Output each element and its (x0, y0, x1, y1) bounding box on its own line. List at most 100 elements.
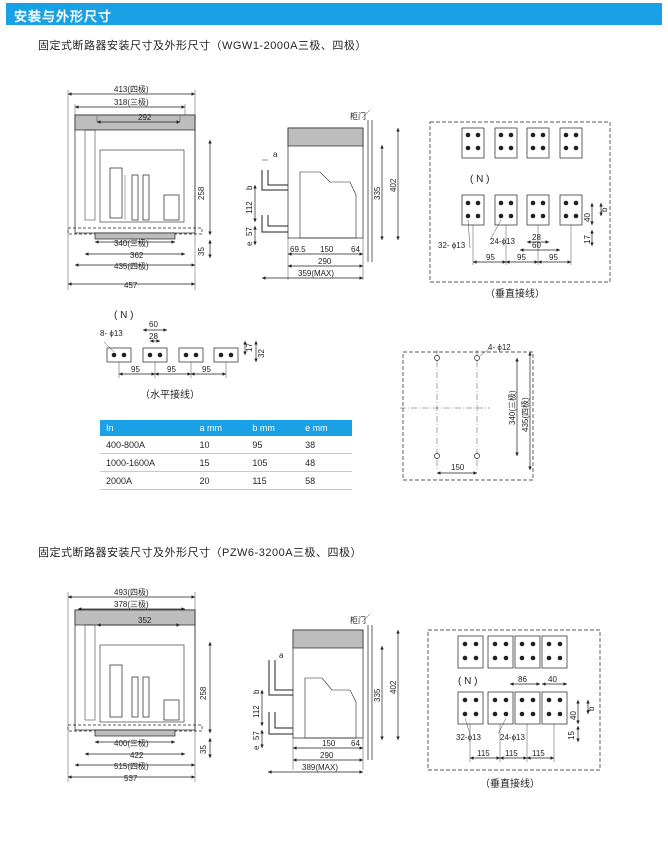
wgw-vert-caption: （垂直接线） (485, 287, 545, 300)
wgw-side-dim-e: e (245, 241, 254, 246)
wgw-mount-dim-150: 150 (451, 463, 465, 472)
section-title-wgw1: 固定式断路器安装尺寸及外形尺寸（WGW1-2000A三极、四极） (38, 40, 367, 52)
pzw-side-dim-b: b (252, 689, 261, 694)
wgw-vert-dim-28: 28 (532, 233, 541, 242)
pzw-front-dim-352: 352 (138, 616, 152, 625)
wgw-horiz-dim-95-2: 95 (167, 365, 176, 374)
wgw-side-dim-290: 290 (318, 257, 332, 266)
wgw-horiz-dim-17: 17 (245, 343, 254, 352)
cell-e: 48 (299, 453, 352, 472)
pzw-side-dim-335: 335 (373, 688, 382, 702)
header-in: In (100, 420, 194, 436)
wgw-horizontal-connection (103, 328, 258, 378)
pzw-side-dim-112: 112 (252, 705, 261, 718)
pzw-vert-dim-86: 86 (518, 675, 527, 684)
table-row: 1000-1600A 15 105 48 (100, 453, 352, 472)
pzw-side-dim-402: 402 (389, 680, 398, 694)
cell-e: 38 (299, 436, 352, 454)
pzw-side-dim-a: a (279, 651, 284, 660)
pzw-vert-dim-32: 32-ϕ13 (456, 733, 481, 742)
pzw-vert-dim-40t: 40 (548, 675, 557, 684)
wgw-side-dim-112: 112 (245, 201, 254, 214)
wgw-side-dim-402: 402 (389, 178, 398, 192)
cell-b: 115 (246, 471, 300, 490)
pzw-vert-dim-24: 24-ϕ13 (500, 733, 525, 742)
banner-title: 安装与外形尺寸 (14, 9, 113, 24)
pzw-front-dim-258: 258 (199, 686, 208, 700)
pzw-vert-dim-15: 15 (567, 731, 576, 740)
wgw-horiz-caption: （水平接线） (140, 388, 200, 401)
cell-a: 20 (193, 471, 247, 490)
wgw-side-dim-57: 57 (245, 227, 254, 236)
wgw-horiz-n-label: ( N ) (114, 310, 133, 321)
table-header-row: In a mm b mm e mm (100, 420, 352, 436)
pzw-side-dim-150: 150 (322, 739, 336, 748)
wgw-front-view (67, 90, 212, 290)
table-row: 2000A 20 115 58 (100, 471, 352, 490)
pzw-side-dim-57: 57 (252, 731, 261, 740)
wgw-horiz-dim-60: 60 (149, 320, 158, 329)
pzw-front-dim-422: 422 (130, 751, 144, 760)
pzw-side-dim-e: e (252, 745, 261, 750)
pzw-front-view (67, 592, 212, 782)
wgw-side-door-label: 柜门 (350, 111, 366, 121)
pzw-vert-dim-115-3: 115 (532, 749, 545, 758)
wgw-horiz-dim-95-1: 95 (131, 365, 140, 374)
header-a: a mm (193, 420, 247, 436)
wgw-mount-holes: 4- ϕ12 (488, 343, 511, 352)
pzw-vert-dim-115-2: 115 (505, 749, 518, 758)
wgw-vert-dim-40: 40 (583, 213, 592, 222)
header-e: e mm (299, 420, 352, 436)
cell-b: 95 (246, 436, 300, 454)
pzw-vert-dim-40: 40 (569, 711, 578, 720)
pzw-front-dim-515: 515(四极) (114, 761, 149, 771)
cell-in: 2000A (100, 471, 194, 490)
wgw-front-dim-318: 318(三极) (114, 97, 149, 107)
wgw-side-view (253, 109, 400, 280)
wgw-horiz-dim-28: 28 (149, 332, 158, 341)
wgw-front-dim-35: 35 (197, 247, 206, 256)
wgw-vert-dim-95-3: 95 (549, 253, 558, 262)
wgw-front-dim-258: 258 (197, 186, 206, 200)
wgw-vertical-connection (429, 121, 611, 283)
pzw-front-dim-378: 378(三极) (114, 599, 149, 609)
pzw-side-dim-389: 389(MAX) (302, 763, 338, 772)
wgw-vert-dim-95-2: 95 (517, 253, 526, 262)
wgw-front-dim-457: 457 (124, 281, 138, 290)
pzw-front-dim-400: 400(三极) (114, 738, 149, 748)
wgw-vert-dim-60: 60 (532, 241, 541, 250)
wgw-side-dim-64: 64 (351, 245, 360, 254)
pzw-side-view (260, 613, 400, 774)
pzw-vert-dim-115-1: 115 (477, 749, 490, 758)
wgw-front-dim-292: 292 (138, 113, 152, 122)
wgw-mounting-holes (400, 347, 534, 481)
wgw-side-dim-a: a (273, 150, 278, 159)
wgw-mount-dim-340: 340(三极) (507, 390, 517, 425)
wgw-mount-dim-435: 435(四极) (520, 397, 530, 432)
rating-dimension-table: In a mm b mm e mm 400-800A 10 95 38 1000… (100, 420, 352, 490)
pzw-front-dim-35: 35 (199, 745, 208, 754)
wgw-vert-dim-17: 17 (583, 235, 592, 244)
wgw-vert-dim-b: b (600, 207, 609, 212)
wgw-front-dim-435: 435(四极) (114, 261, 149, 271)
pzw-side-door-label: 柜门 (350, 615, 366, 625)
wgw-horiz-dim-32: 32 (257, 349, 266, 358)
cell-a: 10 (193, 436, 247, 454)
pzw-vert-dim-b: b (587, 706, 596, 711)
cell-in: 1000-1600A (100, 453, 194, 472)
wgw-horiz-holes: 8- ϕ13 (100, 329, 123, 338)
pzw-front-dim-537: 537 (124, 774, 138, 783)
header-b: b mm (246, 420, 300, 436)
cell-b: 105 (246, 453, 300, 472)
wgw-front-dim-362: 362 (130, 251, 144, 260)
wgw-horiz-dim-95-3: 95 (202, 365, 211, 374)
pzw-vert-caption: （垂直接线） (480, 777, 540, 790)
wgw-vert-dim-24: 24-ϕ13 (490, 237, 515, 246)
wgw-vert-dim-32: 32- ϕ13 (438, 241, 466, 250)
wgw-side-dim-b: b (245, 185, 254, 190)
section-title-pzw6: 固定式断路器安装尺寸及外形尺寸（PZW6-3200A三极、四极） (38, 547, 363, 559)
wgw-side-dim-335: 335 (373, 186, 382, 200)
wgw-vert-dim-95-1: 95 (486, 253, 495, 262)
wgw-side-dim-359: 359(MAX) (298, 269, 334, 278)
